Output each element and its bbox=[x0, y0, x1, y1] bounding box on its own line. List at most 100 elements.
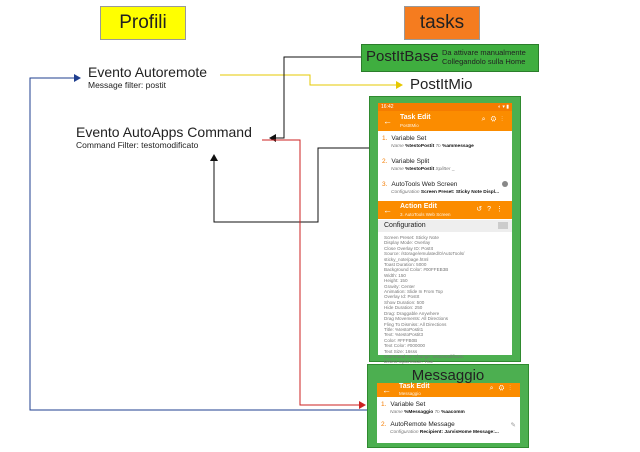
action-name: Variable Set bbox=[391, 135, 427, 142]
plugin-icon: ✎ bbox=[510, 422, 516, 429]
task-edit-appbar: ← Task Edit Messaggio ⌕⚙⋮ bbox=[377, 383, 520, 397]
search-icon[interactable]: ⌕ bbox=[481, 116, 491, 123]
task-action-row[interactable]: 1.Variable Set Name %Messaggio To %aacom… bbox=[381, 401, 516, 415]
task-edit-appbar: ← Task Edit PostItMio ⌕⚙⋮ bbox=[378, 111, 512, 131]
param-value: %aacomm bbox=[441, 410, 465, 415]
appbar-title: Action Edit bbox=[400, 203, 437, 210]
param-label: Name bbox=[391, 167, 404, 172]
arrow-autoremote-to-postitmio bbox=[220, 74, 403, 89]
status-icons: ◐ ▾ ▮ bbox=[497, 104, 509, 110]
appbar-icons: ⌕⚙⋮ bbox=[482, 116, 508, 124]
postitbase-note-line2: Collegandolo sulla Home bbox=[442, 57, 526, 66]
profile-name: Evento Autoremote bbox=[88, 64, 208, 80]
param-value: %testoPostit bbox=[405, 144, 435, 149]
profile-evento-autoremote[interactable]: Evento Autoremote Message filter: postit bbox=[88, 64, 207, 90]
config-line: Screen Preset: Sticky Note bbox=[384, 235, 439, 240]
param-label: To bbox=[434, 410, 440, 415]
config-line: Drag Movements: All Directions bbox=[384, 316, 449, 322]
appbar-title: Task Edit bbox=[400, 114, 431, 121]
tasks-header: tasks bbox=[404, 6, 480, 40]
param-label: To bbox=[435, 144, 441, 149]
config-line: Text Size: 16sss bbox=[384, 348, 418, 354]
action-name: AutoTools Web Screen bbox=[391, 181, 458, 188]
config-line: Height: 150 bbox=[384, 278, 408, 284]
config-line: Close Overlay ID: PostIt bbox=[384, 245, 434, 251]
param-value: Screen Preset: Sticky Note Displ... bbox=[420, 190, 500, 195]
config-line: Animation: Slide In From Top bbox=[384, 289, 443, 295]
config-line: Overlay Id: PostIt bbox=[384, 294, 420, 300]
more-icon[interactable]: ⋮ bbox=[509, 385, 516, 392]
param-value: Recipient: JarvisHome Message:... bbox=[419, 430, 499, 435]
config-line: Fling To Dismiss: All Directions bbox=[384, 321, 447, 327]
config-line: Color: #FFFB0B bbox=[384, 337, 418, 343]
action-name: AutoRemote Message bbox=[390, 421, 455, 428]
postitbase-note-line1: Da attivare manualmente bbox=[442, 48, 526, 57]
arrow-autoapps-to-messaggio bbox=[262, 139, 366, 409]
appbar-icons: ⌕⚙⋮ bbox=[490, 385, 516, 393]
configuration-header[interactable]: Configuration bbox=[378, 220, 512, 232]
param-value: %Messaggio bbox=[404, 410, 434, 415]
config-line: Drag: Draggable Anywhere bbox=[384, 310, 440, 316]
postitmio-task-screenshot: 16:42◐ ▾ ▮ ← Task Edit PostItMio ⌕⚙⋮ 1.V… bbox=[369, 96, 521, 365]
configuration-label: Configuration bbox=[384, 222, 426, 229]
action-name: Variable Set bbox=[390, 401, 426, 408]
more-icon[interactable]: ⋮ bbox=[501, 116, 508, 123]
profile-evento-autoapps-command[interactable]: Evento AutoApps Command Command Filter: … bbox=[76, 124, 252, 150]
task-action-row[interactable]: 1.Variable Set Name %testoPostit To %amm… bbox=[382, 135, 508, 149]
action-number: 3. bbox=[382, 181, 388, 188]
action-params: Configuration Recipient: JarvisHome Mess… bbox=[390, 430, 516, 435]
config-line: Toast Duration: 5000 bbox=[384, 262, 427, 268]
appbar-subtitle: PostItMio bbox=[400, 123, 419, 128]
task-action-row[interactable]: 2.AutoRemote Message ✎ Configuration Reci… bbox=[381, 421, 516, 435]
action-number: 2. bbox=[381, 421, 387, 428]
task-action-row[interactable]: 2.Variable Split Name %testoPostit Split… bbox=[382, 158, 508, 172]
arrow-webscreen-to-autoapps bbox=[210, 147, 372, 223]
config-line: Width: 150 bbox=[384, 272, 406, 278]
param-value: %ammessage bbox=[442, 144, 474, 149]
arrow-messaggio-to-autoremote bbox=[29, 74, 371, 411]
postitmio-title: PostItMio bbox=[410, 76, 473, 93]
config-line: Command On Change: testomodificato bbox=[384, 353, 464, 359]
config-line: sticky_note/page.html bbox=[384, 256, 429, 262]
param-label: Name bbox=[390, 410, 403, 415]
param-label: Splitter bbox=[435, 167, 451, 172]
config-line: Background Color: #00FFEB3B bbox=[384, 267, 449, 273]
appbar-title: Task Edit bbox=[399, 383, 430, 390]
action-params: Name %testoPostit Splitter _ bbox=[391, 167, 508, 172]
param-label: Name bbox=[391, 144, 404, 149]
more-icon[interactable]: ⋮ bbox=[496, 206, 508, 213]
action-number: 2. bbox=[382, 158, 388, 165]
param-label: Configuration bbox=[390, 430, 419, 435]
appbar-subtitle: Messaggio bbox=[399, 391, 421, 396]
action-edit-appbar: ← Action Edit 3. AutoTools Web Screen ↺?… bbox=[378, 201, 512, 219]
back-arrow-icon[interactable]: ← bbox=[383, 116, 392, 126]
config-line: Title: %testoPostit1 bbox=[384, 326, 424, 332]
back-arrow-icon[interactable]: ← bbox=[383, 205, 392, 215]
config-line: Text Color: #000000 bbox=[384, 343, 426, 349]
search-icon[interactable]: ⌕ bbox=[489, 385, 499, 392]
profili-header: Profili bbox=[100, 6, 186, 40]
config-line: Source: /storage/emulated/0/AutoTools/ bbox=[384, 251, 465, 257]
gear-icon[interactable]: ⚙ bbox=[490, 116, 502, 123]
profile-name: Evento AutoApps Command bbox=[76, 124, 252, 140]
task-action-row[interactable]: 3.AutoTools Web Screen Configuration Scr… bbox=[382, 181, 508, 195]
action-params: Configuration Screen Preset: Sticky Note… bbox=[391, 190, 508, 195]
config-line: Text: %testoPostit3 bbox=[384, 332, 424, 338]
status-bar: 16:42◐ ▾ ▮ bbox=[378, 103, 512, 111]
action-name: Variable Split bbox=[391, 158, 430, 165]
action-number: 1. bbox=[382, 135, 388, 142]
profile-filter: Command Filter: testomodificato bbox=[76, 140, 199, 150]
postitbase-task[interactable]: PostItBase Da attivare manualmente Colle… bbox=[361, 44, 539, 72]
config-line: Hide Duration: 250 bbox=[384, 305, 423, 311]
gear-icon[interactable]: ⚙ bbox=[498, 385, 510, 392]
help-icon[interactable]: ? bbox=[487, 206, 496, 213]
edit-icon[interactable] bbox=[498, 222, 508, 229]
config-line: Display Mode: Overlay bbox=[384, 240, 431, 246]
config-line: Detect Input Mode: True bbox=[384, 359, 434, 365]
plugin-icon bbox=[502, 181, 508, 187]
config-line: Gravity: Center bbox=[384, 283, 415, 289]
back-arrow-icon[interactable]: ← bbox=[382, 385, 391, 395]
undo-icon[interactable]: ↺ bbox=[476, 206, 488, 213]
